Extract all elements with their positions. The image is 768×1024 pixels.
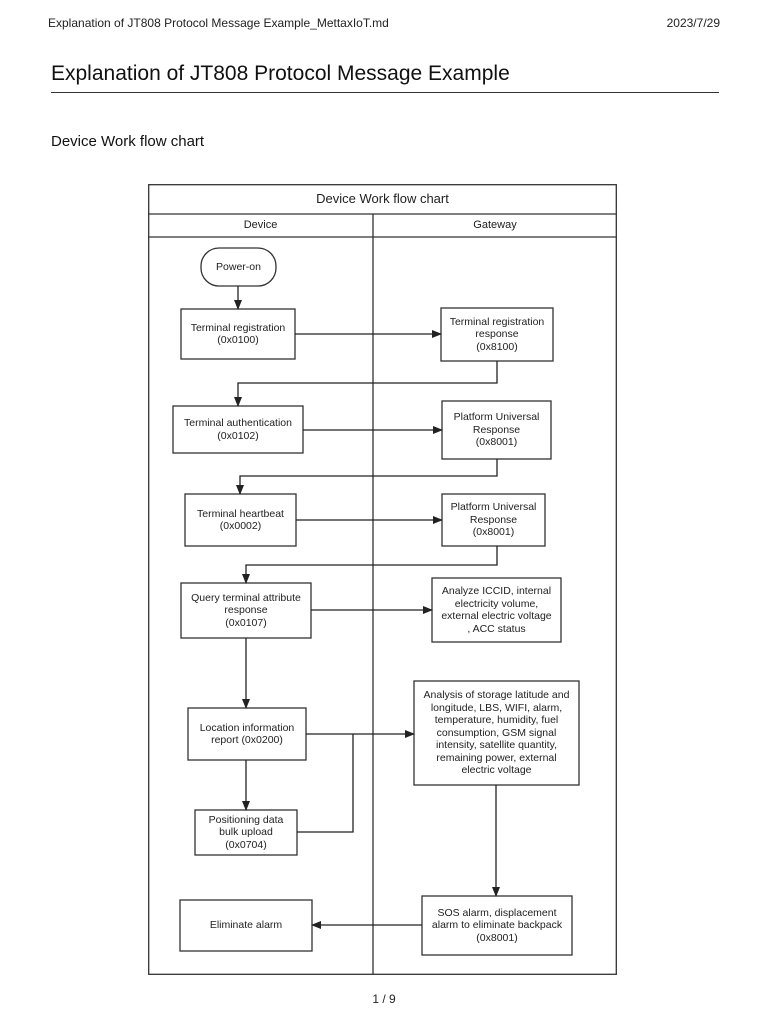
connector-bulk-to-location [297, 734, 354, 833]
workflow-flowchart: Device Work flow chart Device Gateway Po… [148, 184, 617, 975]
eliminate-alarm-label: Eliminate alarm [209, 919, 283, 932]
registration-response-label: Terminal registration response (0x8100) [449, 315, 545, 353]
lane-header-gateway: Gateway [473, 219, 517, 232]
location-report-label: Location information report (0x0200) [199, 721, 295, 747]
terminal-authentication-label: Terminal authentication (0x0102) [184, 417, 292, 442]
flowchart-graphics [148, 184, 617, 975]
lane-header-device: Device [243, 219, 278, 232]
document-title: Explanation of JT808 Protocol Message Ex… [51, 62, 719, 93]
arrow-platform-response-to-query [242, 546, 498, 584]
chart-frame [148, 184, 617, 975]
section-heading: Device Work flow chart [51, 133, 205, 150]
arrow-response-to-authentication [234, 361, 498, 407]
query-attribute-label: Query terminal attribute response (0x010… [191, 591, 301, 629]
page-number: 1 / 9 [372, 992, 396, 1006]
platform-response-1-label: Platform Universal Response (0x8001) [453, 411, 540, 449]
arrow-platform-response-to-heartbeat [236, 459, 498, 495]
sos-alarm-label: SOS alarm, displacement alarm to elimina… [431, 906, 563, 944]
platform-response-2-label: Platform Universal Response (0x8001) [450, 501, 537, 539]
terminal-heartbeat-label: Terminal heartbeat (0x0002) [197, 507, 284, 533]
flowchart-title: Device Work flow chart [316, 190, 449, 206]
terminal-registration-label: Terminal registration (0x0100) [190, 321, 286, 347]
header-date: 2023/7/29 [666, 16, 720, 30]
analyze-iccid-label: Analyze ICCID, internal electricity volu… [441, 585, 552, 635]
header-filename: Explanation of JT808 Protocol Message Ex… [48, 16, 389, 30]
bulk-upload-label: Positioning data bulk upload (0x0704) [208, 813, 284, 851]
power-on-label: Power-on [216, 260, 261, 273]
storage-analysis-label: Analysis of storage latitude and longitu… [423, 689, 570, 777]
